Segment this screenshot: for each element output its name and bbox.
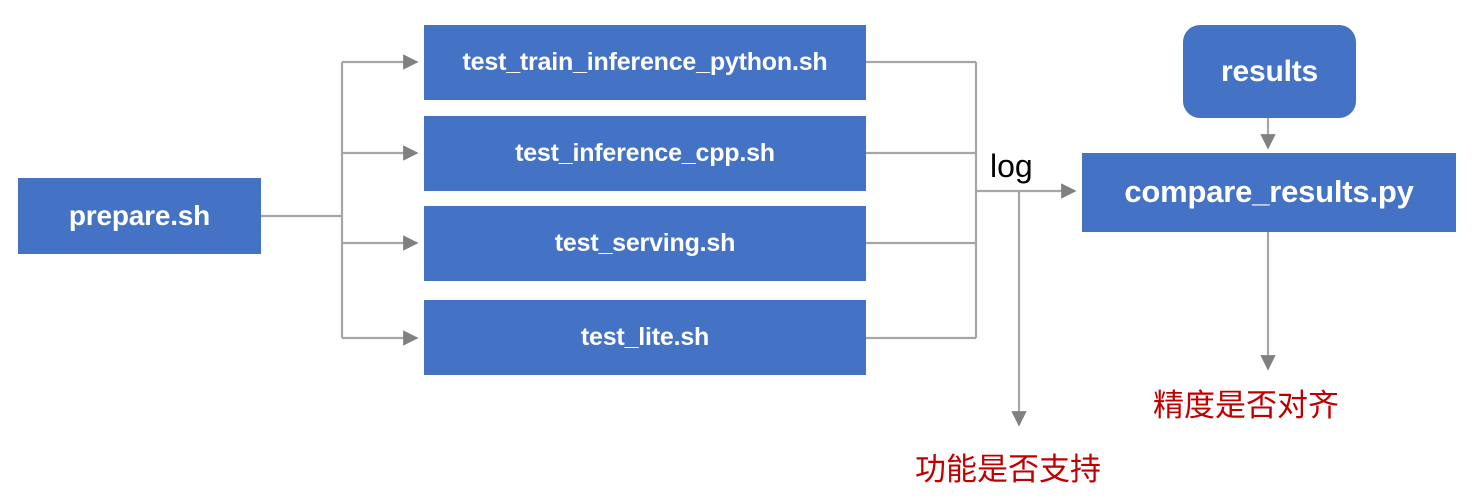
node-test-lite-sh[interactable]: test_lite.sh	[424, 300, 866, 375]
node-test-lite-sh-label: test_lite.sh	[580, 322, 710, 351]
note-precision-align: 精度是否对齐	[1153, 388, 1339, 423]
node-test-train-inference-python-sh-label: test_train_inference_python.sh	[462, 47, 828, 76]
node-prepare-sh[interactable]: prepare.sh	[18, 178, 261, 254]
note-function-support: 功能是否支持	[915, 452, 1101, 487]
node-test-serving-sh-label: test_serving.sh	[554, 228, 736, 257]
node-test-serving-sh[interactable]: test_serving.sh	[424, 206, 866, 281]
node-prepare-sh-label: prepare.sh	[68, 199, 211, 231]
node-test-inference-cpp-sh-label: test_inference_cpp.sh	[515, 138, 775, 167]
node-test-inference-cpp-sh[interactable]: test_inference_cpp.sh	[424, 116, 866, 191]
node-compare-results-py-label: compare_results.py	[1124, 174, 1414, 210]
node-test-train-inference-python-sh[interactable]: test_train_inference_python.sh	[424, 25, 866, 100]
node-compare-results-py[interactable]: compare_results.py	[1082, 153, 1456, 232]
node-results[interactable]: results	[1183, 25, 1356, 118]
node-results-label: results	[1221, 55, 1318, 88]
edge-label-log: log	[990, 148, 1033, 184]
